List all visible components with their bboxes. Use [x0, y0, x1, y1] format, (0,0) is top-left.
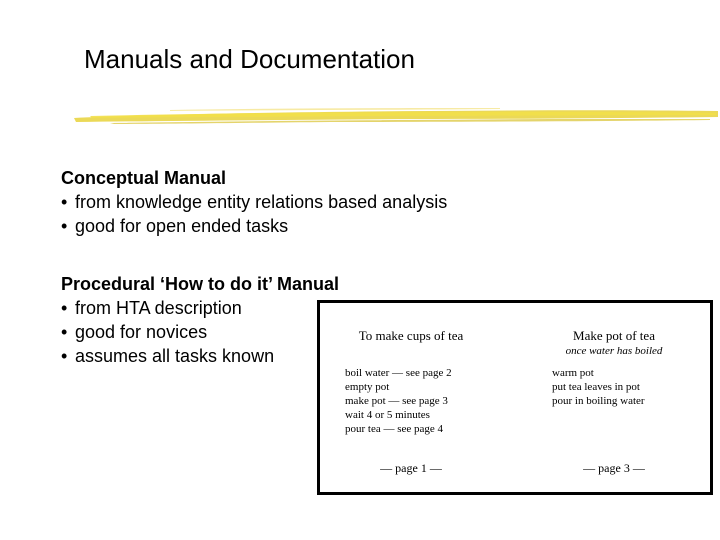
procedural-bullet-text: from HTA description: [75, 298, 242, 318]
conceptual-bullet: • from knowledge entity relations based a…: [61, 190, 447, 214]
bullet-glyph: •: [61, 298, 68, 318]
manual-step: boil water — see page 2: [345, 367, 452, 379]
manual-step: make pot — see page 3: [345, 395, 448, 407]
title-underline-brush-stroke: [74, 108, 718, 124]
bullet-glyph: •: [61, 192, 68, 212]
manual-step: empty pot: [345, 381, 390, 393]
conceptual-manual-heading: Conceptual Manual: [61, 168, 227, 188]
manual-step: pour in boiling water: [552, 395, 645, 407]
bullet-glyph: •: [61, 346, 68, 366]
procedural-bullet-text: good for novices: [75, 322, 208, 342]
bullet-glyph: •: [61, 216, 68, 236]
manual-page-footer: — page 1 —: [380, 461, 442, 475]
manual-page-three: Make pot of tea once water has boiled wa…: [516, 303, 712, 492]
manual-page-subtitle: once water has boiled: [565, 345, 663, 357]
slide-title: Manuals and Documentation: [84, 44, 415, 74]
manual-step: put tea leaves in pot: [552, 381, 640, 393]
procedural-bullet-text: assumes all tasks known: [75, 346, 275, 366]
manual-step: wait 4 or 5 minutes: [345, 409, 430, 421]
conceptual-bullet-text: from knowledge entity relations based an…: [75, 192, 448, 212]
bullet-glyph: •: [61, 322, 68, 342]
manual-example-frame: To make cups of tea boil water — see pag…: [317, 300, 713, 495]
manual-page-steps: warm pot put tea leaves in pot pour in b…: [552, 366, 645, 408]
manual-page-heading: Make pot of tea: [573, 328, 655, 343]
manual-step: warm pot: [552, 367, 594, 379]
manual-page-steps: boil water — see page 2 empty pot make p…: [345, 366, 452, 436]
procedural-bullet: • from HTA description: [61, 296, 339, 320]
procedural-bullet: • good for novices: [61, 320, 339, 344]
procedural-bullet: • assumes all tasks known: [61, 344, 339, 368]
conceptual-bullet: • good for open ended tasks: [61, 214, 447, 238]
manual-step: pour tea — see page 4: [345, 423, 444, 435]
manual-page-footer: — page 3 —: [583, 461, 645, 475]
conceptual-manual-section: Conceptual Manual • from knowledge entity…: [61, 166, 447, 238]
manual-page-one: To make cups of tea boil water — see pag…: [320, 303, 502, 492]
procedural-manual-heading: Procedural ‘How to do it’ Manual: [61, 274, 340, 294]
conceptual-bullet-text: good for open ended tasks: [75, 216, 289, 236]
procedural-manual-section: Procedural ‘How to do it’ Manual • from H…: [61, 272, 339, 368]
manual-page-heading: To make cups of tea: [358, 328, 464, 343]
